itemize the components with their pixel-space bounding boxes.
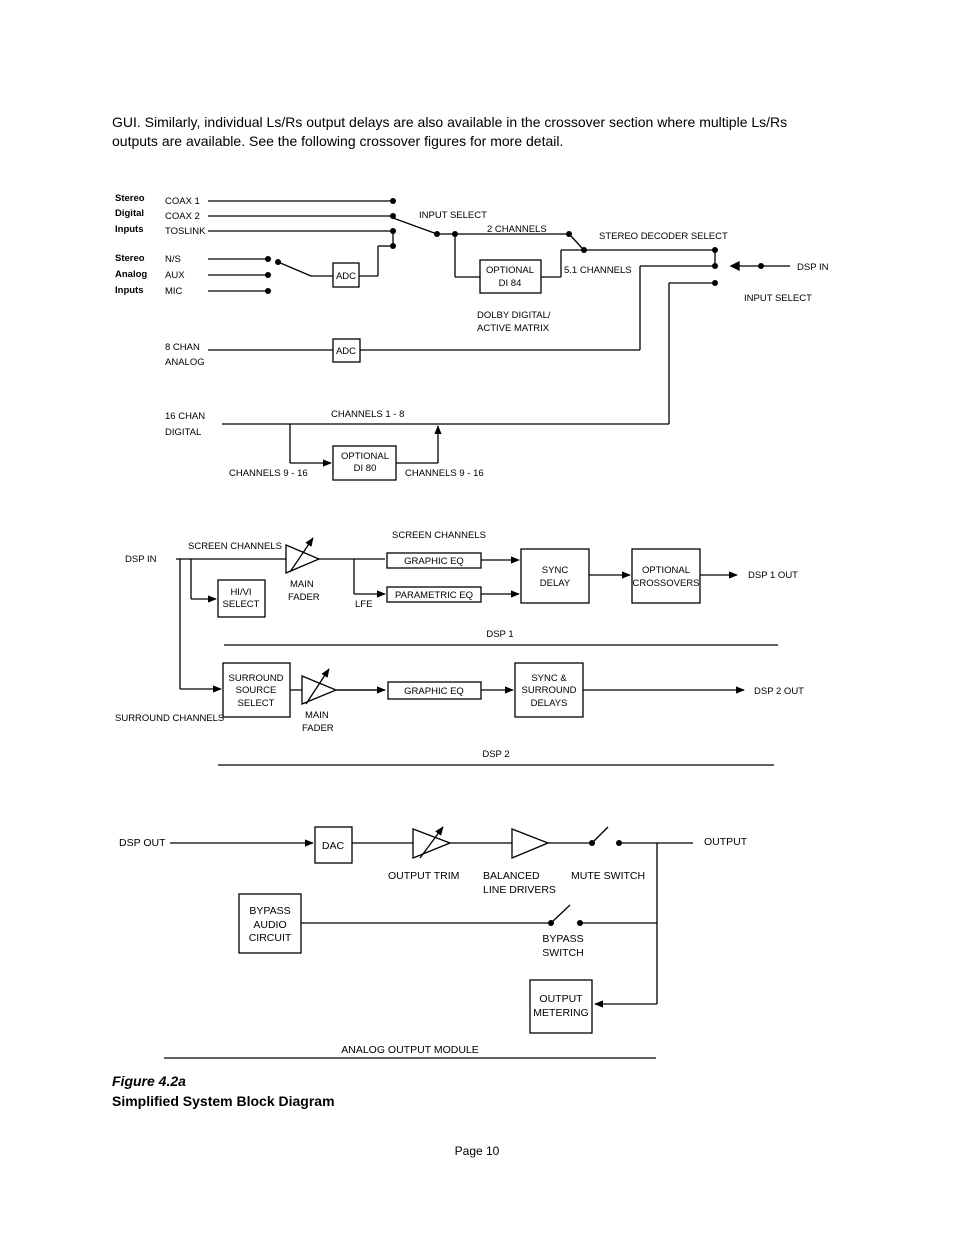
label-optional-di84-2: DI 84 bbox=[499, 278, 522, 289]
label-16-chan-1: 16 CHAN bbox=[165, 411, 205, 422]
label-optional-di80-2: DI 80 bbox=[354, 463, 377, 474]
figure-number: Figure 4.2a bbox=[112, 1073, 186, 1089]
label-stereo-analog-3: Inputs bbox=[115, 285, 144, 296]
intro-line-2: outputs are available. See the following… bbox=[112, 133, 564, 149]
adc-box-1 bbox=[332, 262, 360, 288]
label-dolby-1: DOLBY DIGITAL/ bbox=[477, 310, 551, 321]
label-16-chan-2: DIGITAL bbox=[165, 427, 201, 438]
label-output-trim: OUTPUT TRIM bbox=[388, 870, 459, 882]
label-coax2: COAX 2 bbox=[165, 211, 200, 222]
label-balanced-2: LINE DRIVERS bbox=[483, 884, 556, 896]
label-balanced-1: BALANCED bbox=[483, 870, 540, 882]
line-driver-triangle bbox=[511, 828, 550, 859]
dac-box bbox=[314, 826, 353, 864]
label-channels-1-8: CHANNELS 1 - 8 bbox=[331, 409, 404, 420]
label-lfe: LFE bbox=[355, 599, 372, 610]
label-optional-crossovers-1: OPTIONAL bbox=[642, 565, 690, 576]
label-sync-surround-2: SURROUND bbox=[522, 685, 577, 696]
label-aux: AUX bbox=[165, 270, 185, 281]
label-surround-source-3: SELECT bbox=[238, 698, 275, 709]
label-dsp1-out: DSP 1 OUT bbox=[748, 570, 798, 581]
sync-surround-delays-box bbox=[514, 662, 584, 718]
label-coax1: COAX 1 bbox=[165, 196, 200, 207]
label-main-fader-2b: FADER bbox=[302, 723, 334, 734]
label-parametric-eq: PARAMETRIC EQ bbox=[395, 590, 473, 601]
label-5-1-channels: 5.1 CHANNELS bbox=[564, 265, 632, 276]
label-sync-delay-1: SYNC bbox=[542, 565, 569, 576]
label-hivi-1: HI/VI bbox=[230, 587, 251, 598]
label-dsp2: DSP 2 bbox=[482, 749, 509, 760]
label-graphic-eq-2: GRAPHIC EQ bbox=[404, 686, 464, 697]
label-2-channels: 2 CHANNELS bbox=[487, 224, 547, 235]
label-optional-crossovers-2: CROSSOVERS bbox=[632, 578, 699, 589]
label-channels-9-16-in: CHANNELS 9 - 16 bbox=[229, 468, 308, 479]
label-adc-1: ADC bbox=[336, 271, 356, 282]
label-bypass-audio-3: CIRCUIT bbox=[249, 932, 292, 944]
label-bypass-switch-2: SWITCH bbox=[542, 947, 583, 959]
label-optional-di84-1: OPTIONAL bbox=[486, 265, 534, 276]
label-optional-di80-1: OPTIONAL bbox=[341, 451, 389, 462]
label-toslink: TOSLINK bbox=[165, 226, 206, 237]
label-surround-source-2: SOURCE bbox=[236, 685, 277, 696]
label-stereo-digital-2: Digital bbox=[115, 208, 144, 219]
label-main-fader-1b: FADER bbox=[288, 592, 320, 603]
label-bypass-switch-1: BYPASS bbox=[542, 933, 583, 945]
label-stereo-decoder-select: STEREO DECODER SELECT bbox=[599, 231, 728, 242]
label-screen-channels-2: SCREEN CHANNELS bbox=[392, 530, 486, 541]
label-input-select-2: INPUT SELECT bbox=[744, 293, 812, 304]
label-bypass-audio-1: BYPASS bbox=[249, 905, 290, 917]
label-dsp2-out: DSP 2 OUT bbox=[754, 686, 804, 697]
label-output: OUTPUT bbox=[704, 836, 748, 848]
label-dolby-2: ACTIVE MATRIX bbox=[477, 323, 550, 334]
label-surround-channels: SURROUND CHANNELS bbox=[115, 713, 224, 724]
label-stereo-digital-3: Inputs bbox=[115, 224, 144, 235]
label-dac: DAC bbox=[322, 840, 345, 852]
label-bypass-audio-2: AUDIO bbox=[253, 919, 286, 931]
label-stereo-digital-1: Stereo bbox=[115, 193, 145, 204]
label-8-chan-1: 8 CHAN bbox=[165, 342, 200, 353]
sync-delay-box bbox=[520, 548, 590, 604]
label-ns: N/S bbox=[165, 254, 181, 265]
label-sync-surround-3: DELAYS bbox=[531, 698, 568, 709]
label-screen-channels: SCREEN CHANNELS bbox=[188, 541, 282, 552]
label-analog-output-module: ANALOG OUTPUT MODULE bbox=[341, 1044, 479, 1056]
surround-source-select-box bbox=[222, 662, 291, 718]
output-metering-box bbox=[529, 979, 593, 1034]
page-number: Page 10 bbox=[454, 1144, 500, 1158]
label-adc-2: ADC bbox=[336, 346, 356, 357]
hivi-select-box bbox=[217, 579, 266, 618]
main-fader-triangle-1 bbox=[285, 544, 321, 574]
label-main-fader-1a: MAIN bbox=[290, 579, 314, 590]
label-graphic-eq-1: GRAPHIC EQ bbox=[404, 556, 464, 567]
label-surround-source-1: SURROUND bbox=[229, 673, 284, 684]
optional-crossovers-box bbox=[631, 548, 701, 604]
label-dsp-in: DSP IN bbox=[797, 262, 829, 273]
label-output-metering-1: OUTPUT bbox=[539, 993, 583, 1005]
label-stereo-analog-1: Stereo bbox=[115, 253, 145, 264]
figure-title: Simplified System Block Diagram bbox=[112, 1093, 335, 1109]
label-dsp-in-2: DSP IN bbox=[125, 554, 157, 565]
label-mic: MIC bbox=[165, 286, 183, 297]
label-mute-switch: MUTE SWITCH bbox=[571, 870, 645, 882]
intro-paragraph: GUI. Similarly, individual Ls/Rs output … bbox=[112, 113, 832, 151]
intro-line-1: GUI. Similarly, individual Ls/Rs output … bbox=[112, 114, 788, 130]
label-sync-surround-1: SYNC & bbox=[531, 673, 567, 684]
label-output-metering-2: METERING bbox=[533, 1007, 588, 1019]
label-dsp-out: DSP OUT bbox=[119, 837, 166, 849]
label-input-select: INPUT SELECT bbox=[419, 210, 487, 221]
label-stereo-analog-2: Analog bbox=[115, 269, 147, 280]
label-8-chan-2: ANALOG bbox=[165, 357, 205, 368]
label-dsp1: DSP 1 bbox=[486, 629, 513, 640]
main-fader-triangle-2 bbox=[301, 675, 338, 705]
label-main-fader-2a: MAIN bbox=[305, 710, 329, 721]
optional-di80-box bbox=[332, 445, 397, 481]
label-hivi-2: SELECT bbox=[223, 599, 260, 610]
bypass-audio-circuit-box bbox=[238, 893, 302, 954]
label-channels-9-16-out: CHANNELS 9 - 16 bbox=[405, 468, 484, 479]
label-sync-delay-2: DELAY bbox=[540, 578, 571, 589]
